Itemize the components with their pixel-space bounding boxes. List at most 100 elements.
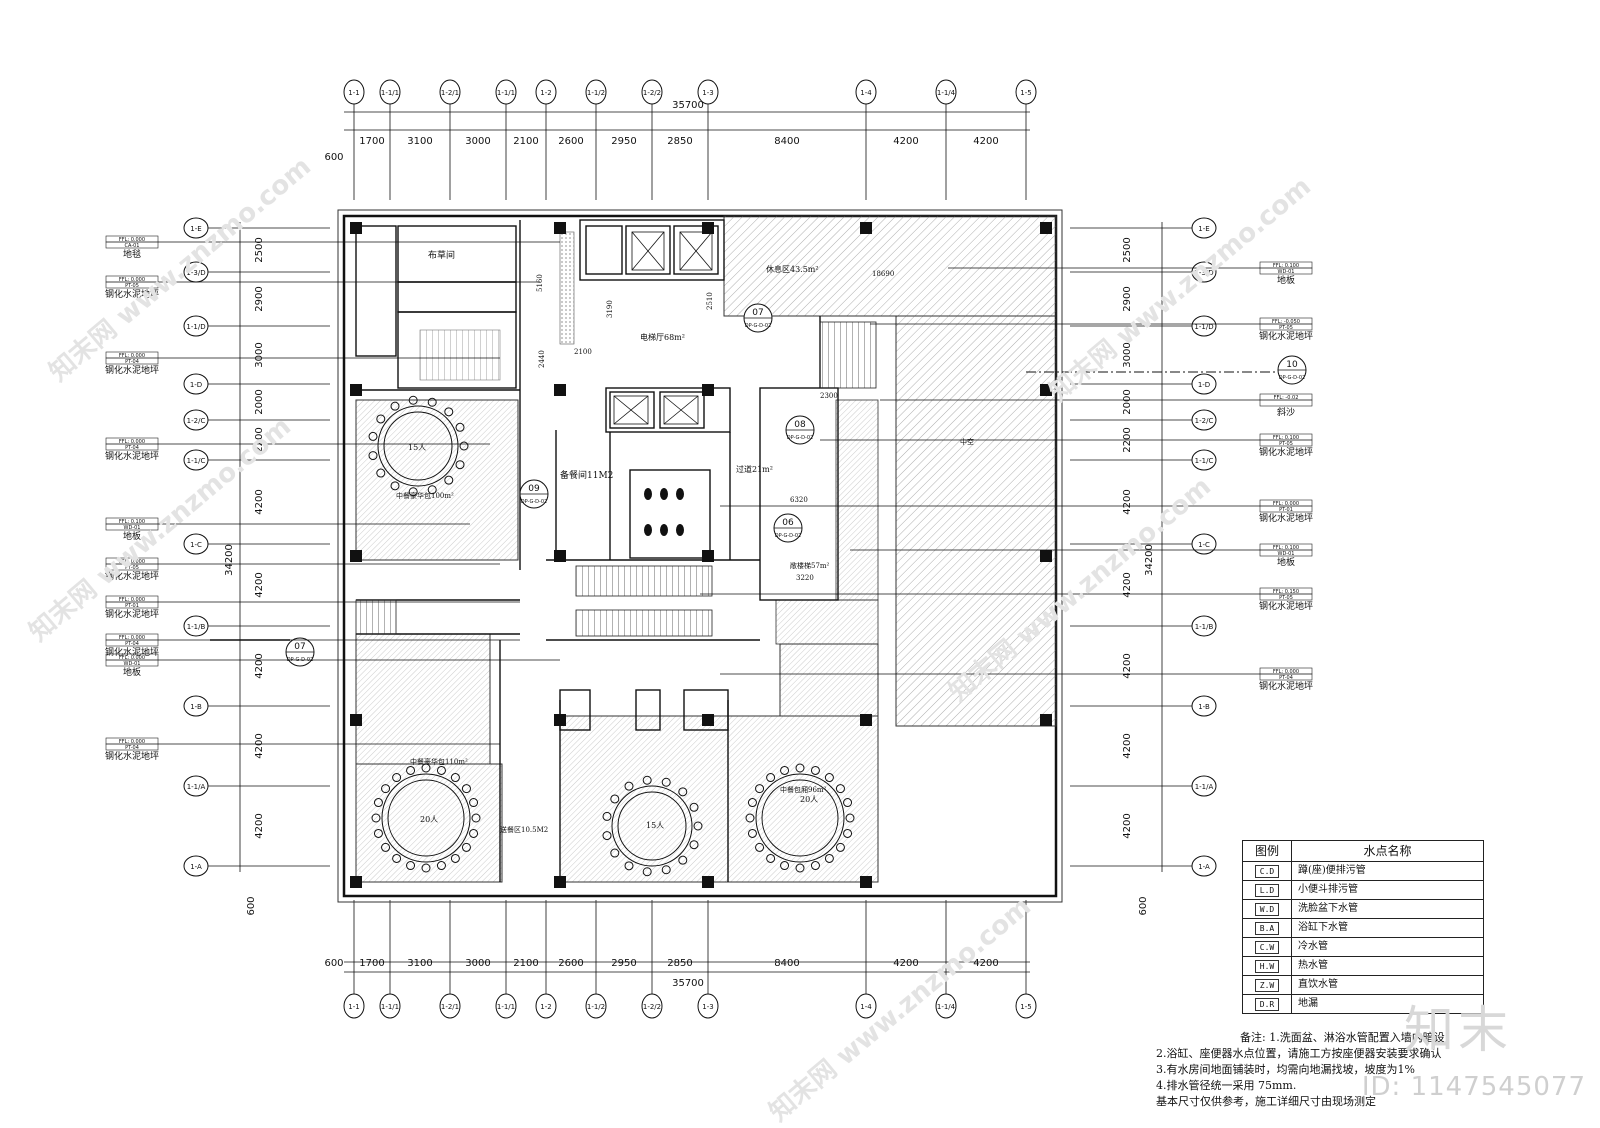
svg-text:2100: 2100: [574, 348, 592, 356]
chair: [766, 853, 776, 863]
chair: [436, 861, 446, 871]
tag-code: CA-01: [125, 243, 140, 249]
row-dim: 4200: [1122, 572, 1133, 597]
legend-code-cell: Z.W: [1243, 976, 1292, 994]
section-markers: 07DP-G-D-0208DP-G-D-0209DP-G-D-0206DP-G-…: [210, 303, 1307, 667]
grid-label: 1-2: [540, 1003, 551, 1011]
row-dim: 3000: [1122, 342, 1133, 367]
tag-label: 地板: [123, 666, 141, 678]
tag-ffl: FFL: 0.150: [1273, 589, 1299, 595]
section-number: 06: [782, 518, 794, 528]
note-line: 3.有水房间地面铺装时，均需向地漏找坡，坡度为1%: [1156, 1063, 1415, 1076]
chair: [459, 441, 469, 451]
room-private-c: 中餐包厢96m²: [780, 785, 827, 794]
tag-code-box: [105, 443, 159, 451]
tag-code-box: [105, 357, 159, 365]
col-dim: 2600: [558, 958, 583, 969]
tag-ffl: FFL: 0.000: [1273, 501, 1299, 507]
edge-offset: 600: [1138, 896, 1149, 915]
chair: [780, 861, 790, 871]
grid-label: 1-1/4: [937, 1003, 956, 1011]
chair: [392, 853, 402, 863]
chair: [392, 773, 402, 783]
grid-label: 1-1/A: [187, 783, 206, 791]
col-dim: 3000: [465, 958, 490, 969]
legend-code: C.D: [1254, 864, 1280, 878]
legend-code: W.D: [1254, 902, 1280, 916]
column: [1040, 550, 1052, 562]
col-dim: 3100: [407, 136, 432, 147]
chair: [745, 813, 755, 823]
column: [702, 714, 714, 726]
chair: [624, 861, 634, 871]
column: [702, 550, 714, 562]
row-dim: 4200: [1122, 653, 1133, 678]
table-inner: [617, 791, 687, 861]
col-dim: 2950: [611, 136, 636, 147]
edge-offset: 600: [324, 958, 343, 969]
chair: [427, 485, 437, 495]
room-rest-area: 休息区43.5m²: [766, 264, 819, 274]
tag-label: 钢化水泥地坪: [1259, 680, 1313, 692]
room-lift-lobby: 电梯厅68m²: [640, 332, 685, 342]
edge-offset: 600: [324, 152, 343, 163]
svg-text:5160: 5160: [536, 274, 544, 292]
column: [350, 876, 362, 888]
grid-label: 1-1/4: [937, 89, 956, 97]
tag-code: PT-04: [1279, 675, 1293, 681]
chair: [689, 802, 699, 812]
col-dim: 4200: [893, 958, 918, 969]
chair: [795, 763, 805, 773]
grid-label: 1-1/A: [1195, 783, 1214, 791]
chair: [455, 460, 465, 470]
column: [554, 384, 566, 396]
chair: [766, 773, 776, 783]
legend-code: C.W: [1254, 940, 1280, 954]
grid-label: 1-4: [860, 89, 872, 97]
room-prep: 备餐间11M2: [560, 469, 613, 481]
tag-code: PT-04: [125, 359, 139, 365]
col-dim: 2950: [611, 958, 636, 969]
overall-height: 34200: [1144, 544, 1155, 576]
tag-ffl: FFL: 0.000: [119, 439, 145, 445]
tag-code-box: [105, 639, 159, 647]
chair: [406, 861, 416, 871]
svg-text:2300: 2300: [820, 392, 838, 400]
tag-label: 钢化水泥地坪: [105, 364, 159, 376]
chair: [471, 813, 481, 823]
chair: [381, 784, 391, 794]
grid-label: 1-1/1: [381, 89, 399, 97]
chair: [421, 863, 431, 873]
column: [860, 222, 872, 234]
section-ref: DP-G-D-02: [745, 323, 771, 329]
seat-20a: 20人: [420, 815, 438, 824]
tag-code-box: [1259, 439, 1313, 447]
seat-15b: 15人: [646, 821, 664, 830]
chair: [795, 863, 805, 873]
col-dim: 3100: [407, 958, 432, 969]
tag-code-box: [105, 601, 159, 609]
tag-code: PT-01: [1279, 507, 1293, 513]
grid-label: 1-3: [702, 89, 713, 97]
svg-text:6320: 6320: [790, 496, 808, 504]
chair: [843, 798, 853, 808]
legend-code: D.R: [1254, 997, 1280, 1011]
tag-code-box: [105, 659, 159, 667]
tag-code: PT-01: [125, 603, 139, 609]
legend-code-cell: H.W: [1243, 957, 1292, 975]
col-dim: 8400: [774, 958, 799, 969]
col-dim: 4200: [973, 958, 998, 969]
tag-label: 钢化水泥地坪: [1259, 330, 1313, 342]
grid-label: 1-C: [190, 541, 202, 549]
chair: [381, 842, 391, 852]
chair: [408, 395, 418, 405]
tag-label: 钢化水泥地坪: [1259, 600, 1313, 612]
legend-col-symbol: 图例: [1243, 841, 1292, 861]
grid-label: 1-5: [1020, 89, 1031, 97]
hatched-zones: [355, 215, 1057, 883]
grid-label: 1-2/1: [441, 1003, 459, 1011]
chair: [450, 773, 460, 783]
chair: [390, 401, 400, 411]
